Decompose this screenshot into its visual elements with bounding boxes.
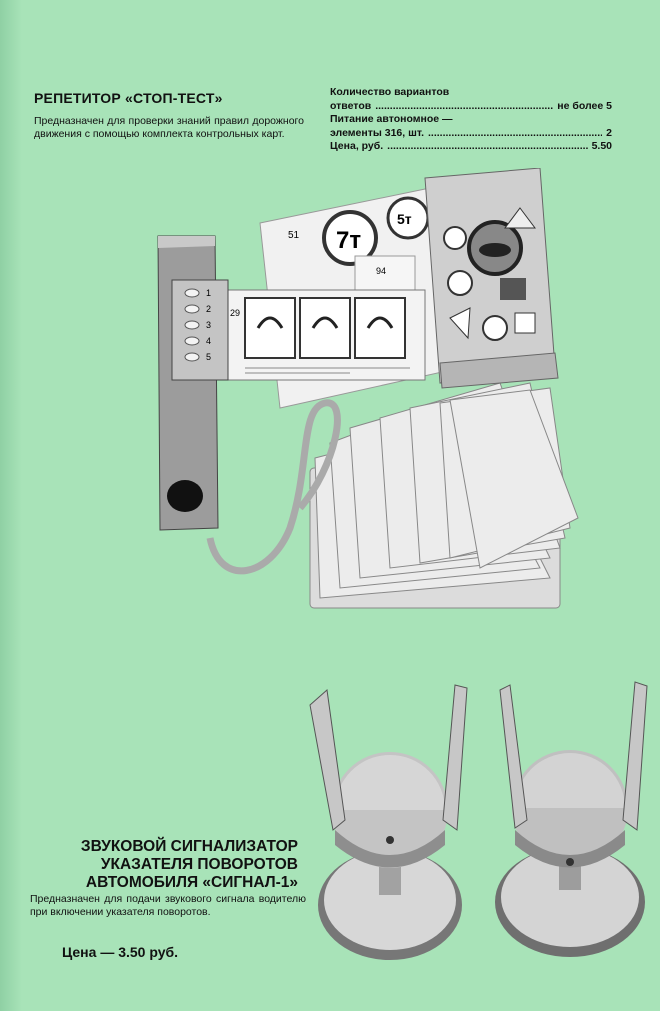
buzzer-left bbox=[309, 684, 468, 960]
spec-price-row: Цена, руб. 5.50 bbox=[330, 140, 612, 154]
spec-price-label: Цена, руб. bbox=[330, 140, 384, 152]
product-title-signal-1: ЗВУКОВОЙ СИГНАЛИЗАТОР УКАЗАТЕЛЯ ПОВОРОТО… bbox=[58, 838, 298, 892]
spec-power-value: 2 bbox=[606, 126, 612, 139]
device-cable bbox=[206, 399, 341, 575]
product-price-signal-1: Цена — 3.50 руб. bbox=[62, 944, 179, 960]
page-edge-shadow bbox=[0, 0, 22, 1011]
card-box bbox=[424, 168, 559, 389]
spec-power-label-1: Питание автономное — bbox=[330, 113, 453, 125]
card-label-7t: 7т bbox=[336, 227, 361, 254]
device-buttons: 1 2 3 4 5 bbox=[184, 288, 211, 362]
spec-price-value: 5.50 bbox=[591, 140, 612, 152]
product-title-stop-test: РЕПЕТИТОР «СТОП-ТЕСТ» bbox=[34, 90, 223, 106]
card-label-94: 94 bbox=[376, 266, 386, 276]
product-description-stop-test: Предназначен для проверки знаний правил … bbox=[34, 115, 304, 140]
dot-leader bbox=[375, 100, 553, 114]
title-line-1: ЗВУКОВОЙ СИГНАЛИЗАТОР bbox=[80, 838, 298, 855]
dot-leader bbox=[428, 127, 602, 141]
spec-variants-value: не более 5 bbox=[557, 99, 612, 112]
button-label-2: 2 bbox=[206, 304, 211, 314]
button-label-5: 5 bbox=[206, 352, 211, 362]
product-description-signal-1: Предназначен для подачи звукового сигнал… bbox=[30, 893, 306, 918]
spec-variants-row: ответов не более 5 bbox=[330, 100, 612, 114]
spec-power-row: элементы 316, шт. 2 bbox=[330, 127, 612, 141]
title-line-3: АВТОМОБИЛЯ «СИГНАЛ-1» bbox=[85, 874, 298, 891]
stop-test-device bbox=[157, 235, 229, 531]
signal-1-photo bbox=[309, 681, 648, 960]
card-label-29: 29 bbox=[230, 308, 240, 318]
card-label-51: 51 bbox=[288, 230, 300, 241]
buzzer-right bbox=[495, 681, 648, 957]
title-line-2: УКАЗАТЕЛЯ ПОВОРОТОВ bbox=[100, 856, 298, 873]
stop-test-photo: 7т 5т 51 94 29 bbox=[157, 168, 579, 609]
spec-variants-label-2: ответов bbox=[330, 99, 372, 112]
button-label-4: 4 bbox=[206, 336, 211, 346]
button-label-3: 3 bbox=[206, 320, 211, 330]
button-label-1: 1 bbox=[206, 288, 211, 298]
dot-leader bbox=[387, 140, 587, 154]
question-card: 29 bbox=[224, 289, 426, 381]
spec-power-label-2: элементы 316, шт. bbox=[330, 126, 424, 139]
card-stack-fan bbox=[309, 382, 579, 609]
card-label-5t: 5т bbox=[397, 211, 412, 227]
spec-variants-label-1: Количество вариантов bbox=[330, 86, 450, 98]
spec-list: Количество вариантов ответов не более 5 … bbox=[330, 86, 612, 154]
